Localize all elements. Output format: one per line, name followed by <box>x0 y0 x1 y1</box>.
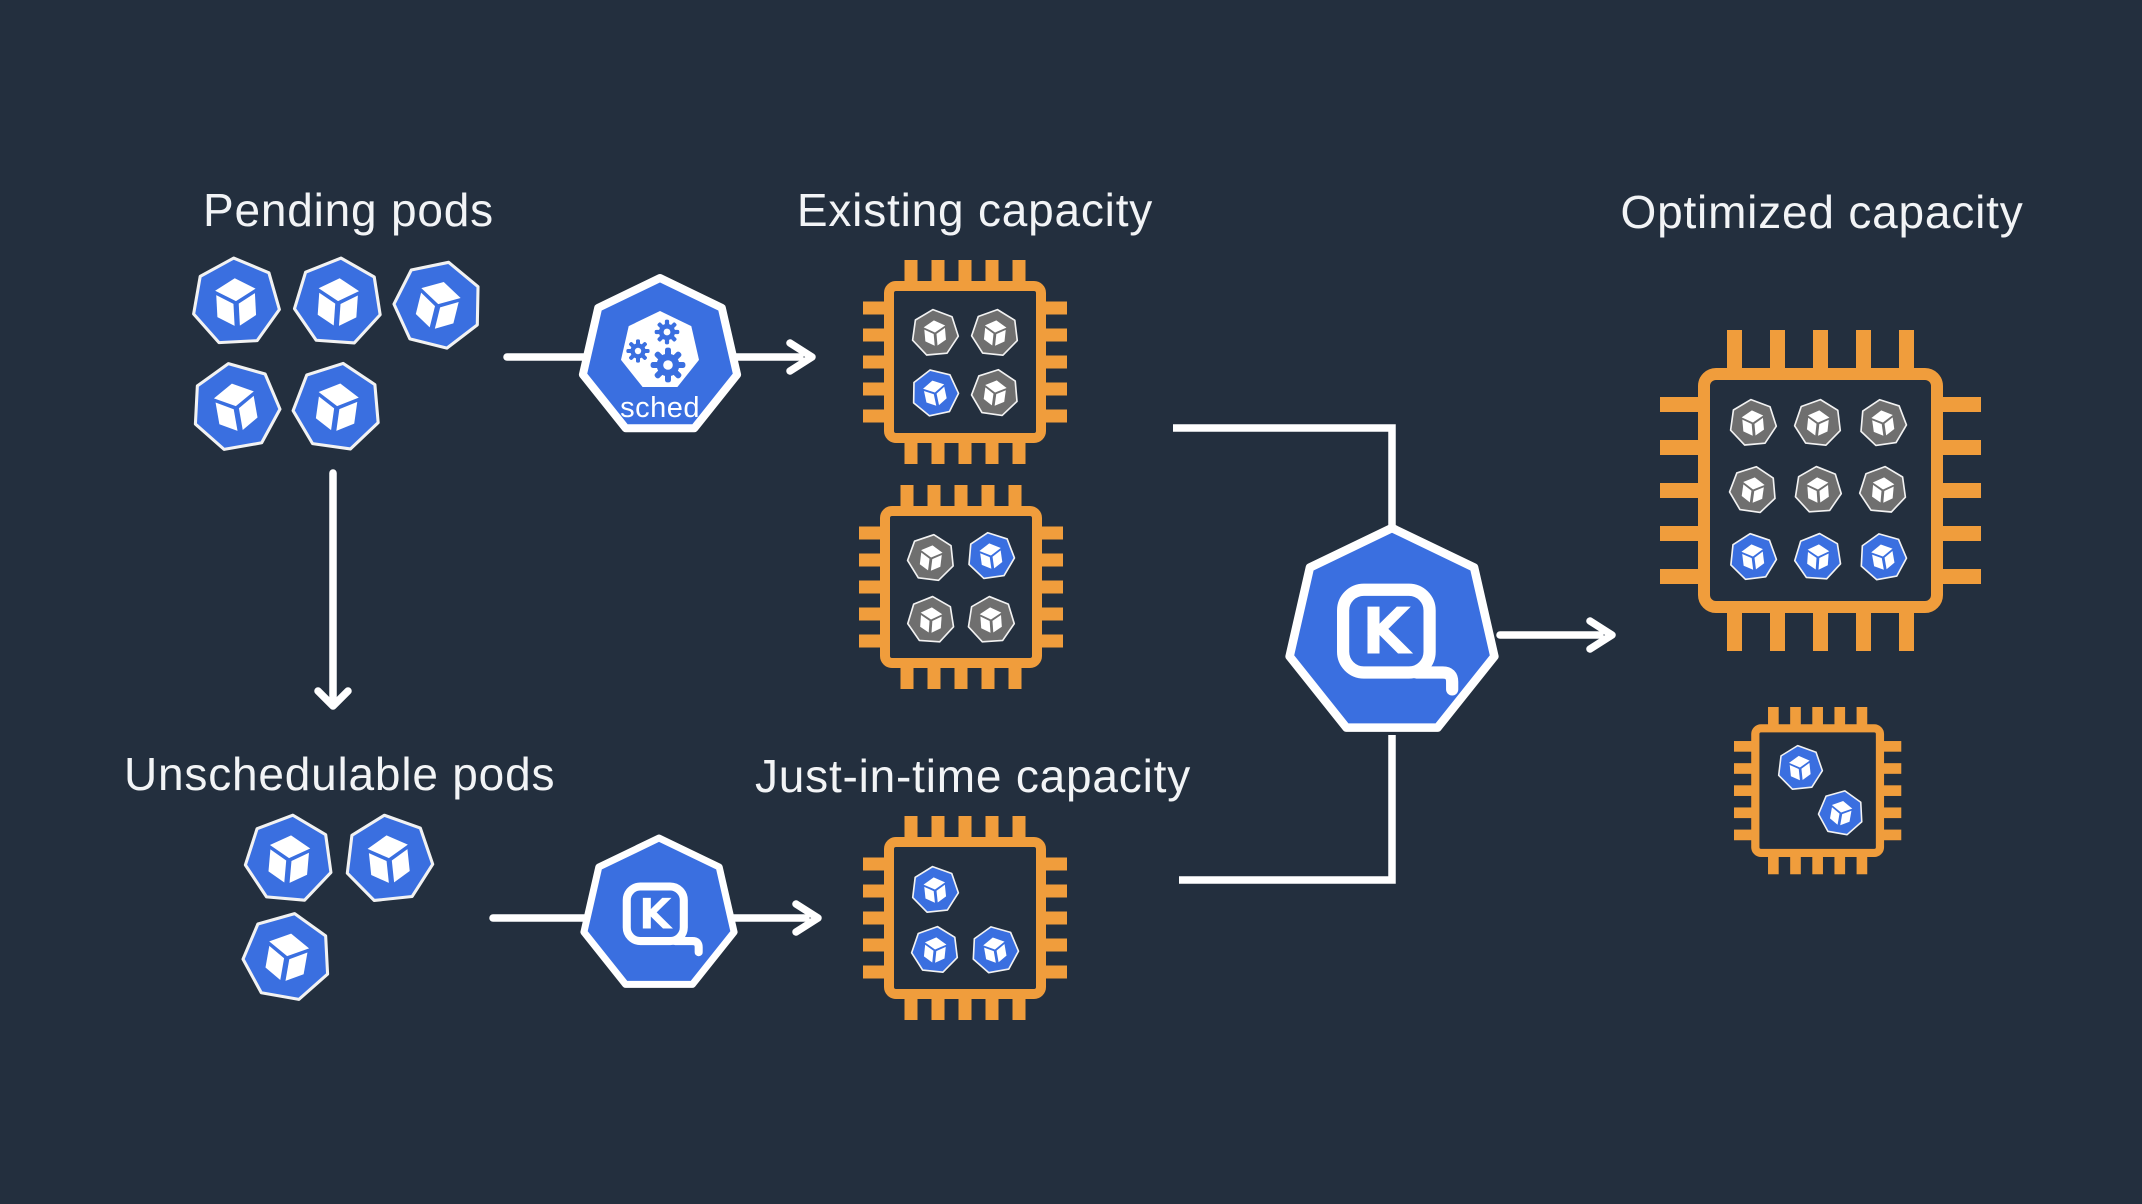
pod-icon <box>1792 531 1844 581</box>
cpu-chip-existing-1 <box>863 260 1067 464</box>
pending-pods-group: Pending pods <box>184 184 494 456</box>
jit-capacity-group: Just-in-time capacity <box>755 750 1191 1020</box>
unschedulable-pods-group: Unschedulable pods <box>124 748 555 1006</box>
cpu-chip-jit <box>863 816 1067 1020</box>
pod-icon <box>1726 530 1780 582</box>
gear-icon <box>650 347 686 383</box>
jit-capacity-label: Just-in-time capacity <box>755 750 1191 802</box>
pod-icon <box>964 528 1018 582</box>
pod-icon <box>1727 396 1779 447</box>
unschedulable-pods-label: Unschedulable pods <box>124 748 555 800</box>
existing-capacity-label: Existing capacity <box>797 184 1153 236</box>
scheduler-label: sched <box>620 392 700 424</box>
pod-icon <box>287 355 388 454</box>
pod-icon <box>908 863 961 915</box>
karpenter-icon-large: K <box>1285 523 1499 732</box>
pod-icon <box>385 250 492 356</box>
optimized-capacity-group: Optimized capacity <box>1621 186 2024 874</box>
pod-icon <box>340 809 438 905</box>
pod-icon <box>1792 464 1844 514</box>
cpu-chip-optimized-small <box>1734 707 1901 874</box>
pod-icon <box>904 531 958 583</box>
pod-icon <box>967 922 1023 976</box>
pod-icon <box>241 809 338 904</box>
pod-icon <box>184 354 287 456</box>
arrow-down-pending-to-unschedulable <box>314 469 352 710</box>
pod-icon <box>1856 395 1910 449</box>
connector-jit-to-karpenter <box>1179 735 1396 884</box>
gear-icon <box>654 319 680 345</box>
pod-icon <box>1792 396 1845 448</box>
connector-existing-to-karpenter <box>1173 424 1396 530</box>
pod-icon <box>909 923 962 975</box>
arrow-karpenter-to-optimized <box>1496 617 1616 653</box>
pod-icon <box>1775 742 1825 792</box>
pod-icon <box>906 364 963 420</box>
pending-pods-label: Pending pods <box>203 184 494 236</box>
pod-icon <box>236 904 339 1006</box>
cpu-chip-optimized-large <box>1660 330 1981 651</box>
kube-scheduler-icon: sched <box>578 274 742 433</box>
optimized-capacity-label: Optimized capacity <box>1621 186 2024 238</box>
pod-icon <box>969 306 1022 358</box>
pod-icon <box>965 594 1017 644</box>
cpu-chip-icon <box>859 485 1063 689</box>
pod-icon <box>968 365 1022 419</box>
gear-icon <box>626 339 650 363</box>
karpenter-icon-small: K <box>580 834 738 988</box>
existing-capacity-group: Existing capacity <box>797 184 1153 689</box>
pod-icon <box>189 254 283 346</box>
pod-icon <box>1855 529 1911 583</box>
pod-icon <box>1857 463 1909 514</box>
pod-icon <box>905 594 957 644</box>
pod-icon <box>290 253 386 347</box>
pending-pods-cluster <box>184 250 492 456</box>
cpu-chip-existing-2 <box>859 485 1063 689</box>
pod-icon <box>1815 786 1868 838</box>
cpu-chip-icon <box>1734 707 1901 874</box>
pod-icon <box>909 306 961 357</box>
cpu-chip-icon <box>863 260 1067 464</box>
pod-icon <box>1726 462 1780 516</box>
cpu-chip-icon <box>863 816 1067 1020</box>
karpenter-letter: K <box>1362 596 1414 670</box>
karpenter-letter: K <box>639 890 673 939</box>
unschedulable-pods-cluster <box>236 809 438 1006</box>
